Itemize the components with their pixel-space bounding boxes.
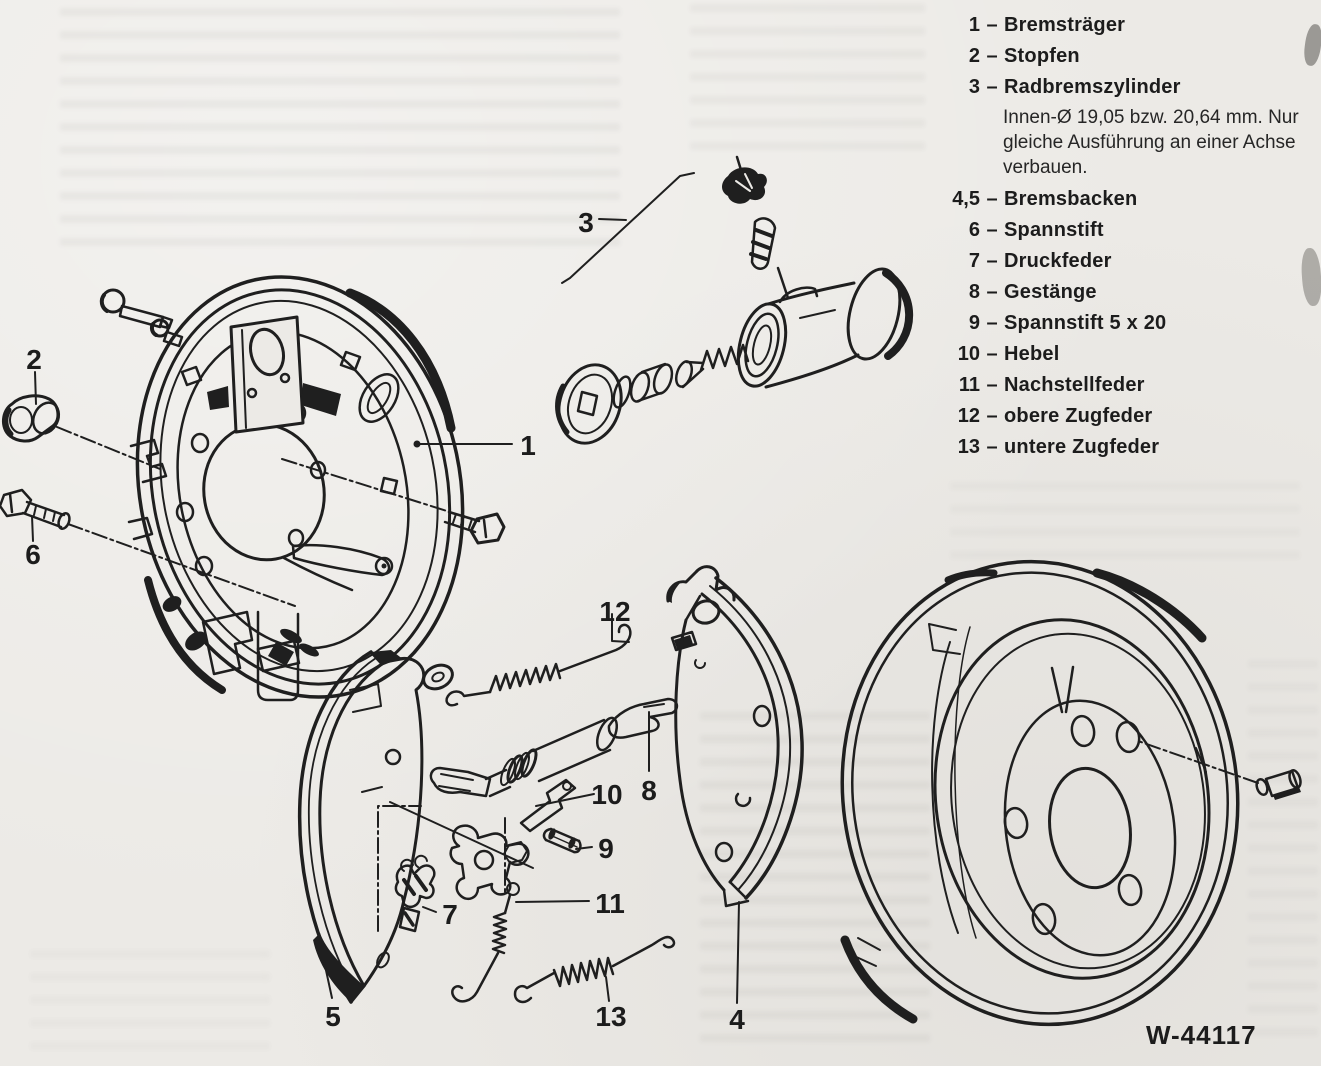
mounting-bolts-drawing [99,288,184,348]
legend-note-line: verbauen. [1003,157,1088,178]
wheel-cylinder-drawing [555,155,914,445]
legend-note-line: gleiche Ausführung an einer Achse [1003,132,1296,153]
legend-label: Bremsbacken [1004,188,1138,210]
callout-13: 13 [595,1001,626,1032]
legend-dash: – [986,312,998,334]
callout-2: 2 [26,344,42,375]
legend-label: obere Zugfeder [1004,405,1153,427]
legend-number: 13 [957,436,980,458]
legend-label: Nachstellfeder [1004,374,1145,396]
callout-7: 7 [442,899,458,930]
legend-note-line: Innen-Ø 19,05 bzw. 20,64 mm. Nur [1003,107,1299,128]
lower-return-spring-drawing [513,935,676,1004]
pin-9-drawing [542,827,582,854]
legend-row: 8–Gestänge [940,281,1318,303]
legend-label: Hebel [1004,343,1060,365]
adjusting-spring-drawing [451,882,520,1003]
callout-leaders [31,172,740,1004]
pin-6-drawing [0,488,71,530]
legend-row: 2–Stopfen [940,45,1318,67]
callout-10: 10 [591,779,622,810]
legend-dash: – [986,45,998,67]
plate-bolt-drawing [443,510,506,545]
legend-dash: – [986,374,998,396]
callout-1: 1 [520,430,536,461]
callout-11: 11 [595,888,625,919]
legend-row: 9–Spannstift 5 x 20 [940,312,1318,334]
brake-shoe-front-drawing [666,565,804,908]
legend-note: Innen-Ø 19,05 bzw. 20,64 mm. Nur gleiche… [1003,105,1318,180]
legend-label: Bremsträger [1004,14,1126,36]
callout-12: 12 [599,596,630,627]
callout-8: 8 [641,775,657,806]
legend-row: 3–Radbremszylinder [940,76,1318,98]
legend-label: Spannstift 5 x 20 [1004,312,1167,334]
lever-drawing [519,778,577,833]
legend-dash: – [986,405,998,427]
callout-3: 3 [578,207,594,238]
brake-shoe-rear-drawing [297,650,454,1004]
legend-row: 12–obere Zugfeder [940,405,1318,427]
callout-5: 5 [325,1001,341,1032]
plug-drawing [2,394,61,443]
legend-row: 4,5–Bremsbacken [940,188,1318,210]
legend-row: 10–Hebel [940,343,1318,365]
callout-numbers: 1 2 3 4 5 6 7 8 9 10 11 12 13 [25,207,745,1035]
legend-dash: – [986,250,998,272]
legend-label: Stopfen [1004,45,1080,67]
legend-dash: – [986,219,998,241]
brake-drum-drawing [840,559,1240,1027]
legend-row: 7–Druckfeder [940,250,1318,272]
legend-label: untere Zugfeder [1004,436,1160,458]
legend-row: 13–untere Zugfeder [940,436,1318,458]
legend-dash: – [986,188,998,210]
legend-number: 4,5 [952,188,980,210]
detail-projection-line [389,801,534,869]
legend-row: 6–Spannstift [940,219,1318,241]
figure-code: W-44117 [1146,1020,1257,1050]
callout-9: 9 [598,833,614,864]
legend-number: 7 [968,250,980,272]
legend-number: 11 [958,374,980,396]
legend-label: Gestänge [1004,281,1097,303]
legend-label: Spannstift [1004,219,1104,241]
legend-number: 3 [968,76,980,98]
adjuster-strut-drawing [429,697,679,798]
legend-dash: – [986,436,998,458]
legend-number: 8 [968,281,980,303]
legend-dash: – [986,76,998,98]
legend-row: 1–Bremsträger [940,14,1318,36]
legend-number: 6 [968,219,980,241]
pawl-spring-drawing [394,854,436,933]
legend-dash: – [986,14,998,36]
legend-number: 12 [957,405,980,427]
backing-plate-drawing [127,275,465,702]
legend-row: 11–Nachstellfeder [940,374,1318,396]
upper-return-spring-drawing [445,623,632,707]
callout-4: 4 [729,1004,745,1035]
parts-legend: 1–Bremsträger 2–Stopfen 3–Radbremszylind… [940,8,1318,467]
legend-number: 1 [968,14,980,36]
legend-number: 9 [968,312,980,334]
drum-screw-drawing [1255,769,1302,800]
callout-6: 6 [25,539,41,570]
legend-number: 2 [968,45,980,67]
legend-label: Druckfeder [1004,250,1112,272]
legend-label: Radbremszylinder [1004,76,1181,98]
legend-dash: – [986,343,998,365]
alignment-lines [56,426,1259,932]
legend-number: 10 [957,343,980,365]
adjuster-cam-drawing [449,824,530,900]
legend-dash: – [986,281,998,303]
